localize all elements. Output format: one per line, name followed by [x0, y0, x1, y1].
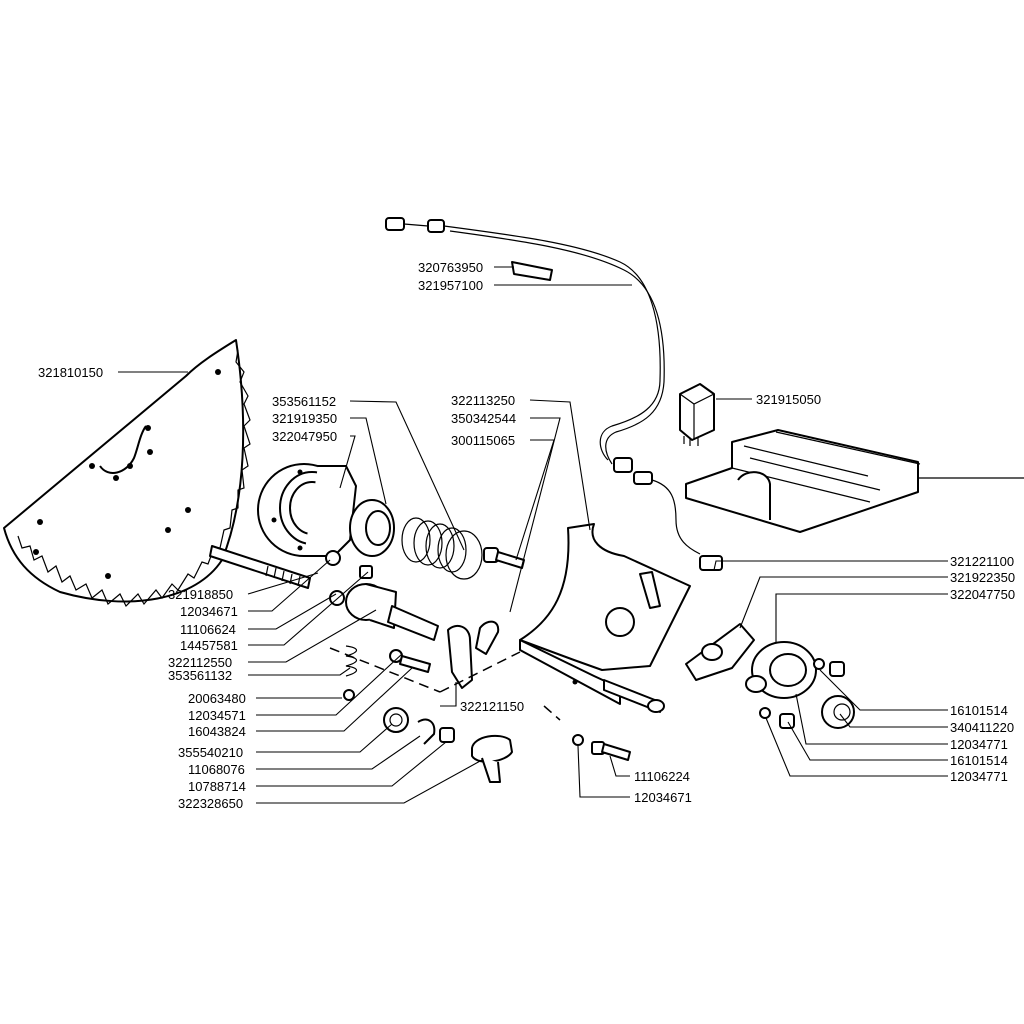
label-322121150: 322121150: [460, 699, 524, 714]
label-300115065: 300115065: [451, 433, 515, 448]
label-321918850: 321918850: [168, 587, 233, 602]
sensor-cable: [385, 217, 723, 571]
label-12034671-b: 12034671: [634, 790, 692, 805]
pulley-housing: [257, 463, 357, 557]
label-321957100: 321957100: [418, 278, 483, 293]
coil-springs: [401, 517, 483, 580]
label-321919350: 321919350: [272, 411, 337, 426]
label-322113250: 322113250: [451, 393, 515, 408]
label-350342544: 350342544: [451, 411, 516, 426]
label-321922350: 321922350: [950, 570, 1015, 585]
small-spring: [345, 645, 358, 677]
small-parts-column: [343, 649, 513, 783]
label-20063480: 20063480: [188, 691, 246, 706]
relay: [679, 383, 715, 446]
mounting-plate: [519, 523, 691, 713]
label-320763950: 320763950: [418, 260, 483, 275]
lever-bracket: [447, 620, 500, 689]
label-11068076: 11068076: [188, 762, 245, 777]
label-16101514-b: 16101514: [950, 753, 1008, 768]
right-bearing: [745, 641, 855, 729]
label-321810150: 321810150: [38, 365, 103, 380]
label-11106224: 11106224: [634, 769, 690, 784]
label-340411220: 340411220: [950, 720, 1014, 735]
ring-gear-segment: [3, 339, 251, 608]
label-16101514-a: 16101514: [950, 703, 1008, 718]
sensor-bracket: [685, 623, 755, 681]
label-322112550: 322112550: [168, 655, 232, 670]
label-12034771-b: 12034771: [950, 769, 1008, 784]
label-321915050: 321915050: [756, 392, 821, 407]
label-11106624: 11106624: [180, 622, 236, 637]
bolt-lower: [572, 734, 631, 761]
alignment-line-left: [329, 647, 441, 693]
bolt-upper: [483, 547, 525, 569]
threaded-shaft: [209, 545, 311, 589]
fuse-box: [685, 429, 1024, 533]
label-353561132: 353561132: [168, 668, 232, 683]
leader-lines: [118, 266, 948, 804]
label-12034771-a: 12034771: [950, 737, 1008, 752]
label-322047750: 322047750: [950, 587, 1015, 602]
part-labels: 321810150 320763950 321957100 321915050 …: [38, 260, 1015, 811]
label-321221100: 321221100: [950, 554, 1014, 569]
label-322328650: 322328650: [178, 796, 243, 811]
label-322047950: 322047950: [272, 429, 337, 444]
pivot-hub: [345, 583, 439, 641]
label-355540210: 355540210: [178, 745, 243, 760]
alignment-line-low: [543, 705, 561, 721]
label-12034671-a: 12034671: [180, 604, 238, 619]
label-12034571: 12034571: [188, 708, 246, 723]
label-14457581: 14457581: [180, 638, 238, 653]
label-353561152: 353561152: [272, 394, 336, 409]
bearing-ring: [349, 499, 395, 557]
label-10788714: 10788714: [188, 779, 246, 794]
label-16043824: 16043824: [188, 724, 246, 739]
